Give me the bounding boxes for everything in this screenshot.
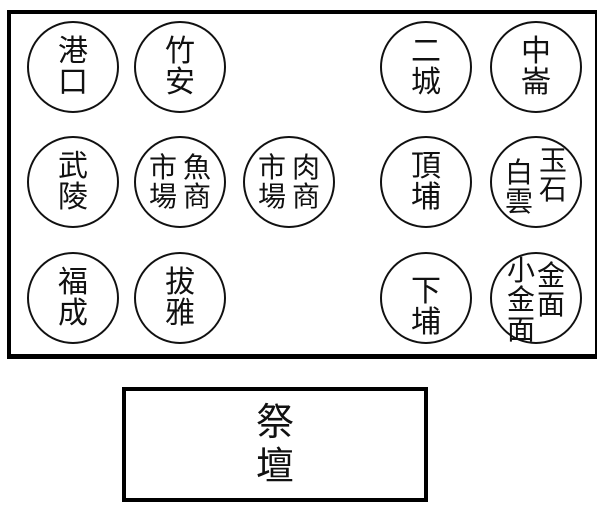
seal-char: 安 — [165, 65, 195, 100]
seal-text-column-left: 白 雲 — [504, 155, 533, 218]
seal-text-column-right: 金 面 — [537, 258, 566, 321]
seal-text-column: 港 口 — [58, 33, 88, 100]
seal-text-column: 武 陵 — [58, 148, 88, 215]
seal-char: 下 — [411, 273, 441, 309]
seal-char: 金 — [537, 258, 566, 292]
seal-text-column: 福 成 — [58, 264, 88, 331]
seal-char: 商 — [292, 180, 321, 213]
seal-baya[interactable]: 拔 雅 — [134, 252, 226, 344]
seal-text-column-right: 肉 商 — [292, 150, 321, 213]
seal-text-column-left: 小 金 面 — [506, 253, 535, 346]
seal-char: 魚 — [183, 150, 212, 184]
seal-char: 玉 — [539, 143, 568, 177]
seal-char: 小 — [506, 253, 535, 287]
seal-char: 面 — [506, 312, 535, 346]
seal-char: 中 — [521, 33, 551, 69]
seal-zhuan[interactable]: 竹 安 — [134, 21, 226, 113]
seal-char: 金 — [506, 283, 535, 317]
seal-char: 場 — [257, 180, 286, 213]
seal-text-column: 下 埔 — [411, 273, 441, 340]
seal-char: 埔 — [411, 180, 441, 215]
altar-char: 壇 — [255, 443, 294, 488]
seal-text-column: 頂 埔 — [411, 148, 441, 215]
hall-frame — [7, 10, 597, 359]
seal-char: 崙 — [521, 65, 551, 100]
seal-ercheng[interactable]: 二 城 — [380, 21, 472, 113]
seal-char: 城 — [411, 65, 441, 100]
seal-char: 口 — [58, 65, 88, 100]
seal-text-column: 拔 雅 — [165, 264, 195, 331]
seal-text-column: 竹 安 — [165, 33, 195, 100]
seal-char: 肉 — [292, 150, 321, 184]
seal-xiapu[interactable]: 下 埔 — [380, 252, 472, 344]
seal-char: 市 — [148, 150, 177, 184]
seal-text-column: 二 城 — [411, 33, 441, 100]
seal-text-column-left: 市 場 — [257, 150, 286, 213]
seal-char: 武 — [58, 148, 88, 184]
seal-char: 陵 — [58, 180, 88, 215]
seal-yushi-baiyun[interactable]: 玉 石 白 雲 — [490, 136, 582, 228]
altar-text-column: 祭 壇 — [255, 399, 294, 488]
seal-char: 白 — [504, 155, 533, 189]
seal-fish-market[interactable]: 魚 商 市 場 — [134, 136, 226, 228]
seal-char: 雅 — [165, 296, 195, 331]
seal-char: 場 — [148, 180, 177, 213]
seal-char: 拔 — [165, 264, 195, 300]
altar-box[interactable]: 祭 壇 — [122, 387, 428, 502]
seal-char: 市 — [257, 150, 286, 184]
seal-text-column-right: 玉 石 — [539, 143, 568, 206]
seal-char: 石 — [539, 173, 568, 206]
seal-zhonglun[interactable]: 中 崙 — [490, 21, 582, 113]
seal-char: 頂 — [411, 148, 441, 184]
seal-char: 福 — [58, 264, 88, 300]
seal-text-column-right: 魚 商 — [183, 150, 212, 213]
seal-char: 商 — [183, 180, 212, 213]
seal-gangkou[interactable]: 港 口 — [27, 21, 119, 113]
seal-char: 埔 — [411, 305, 441, 340]
seal-char: 港 — [58, 33, 88, 69]
seal-text-column-left: 市 場 — [148, 150, 177, 213]
seal-meat-market[interactable]: 肉 商 市 場 — [243, 136, 335, 228]
seal-char: 成 — [58, 296, 88, 331]
seal-char: 竹 — [165, 33, 195, 69]
altar-char: 祭 — [255, 399, 294, 444]
seal-char: 面 — [537, 288, 566, 321]
seal-char: 雲 — [504, 185, 533, 218]
seal-char: 二 — [411, 33, 441, 69]
seal-dingpu[interactable]: 頂 埔 — [380, 136, 472, 228]
seal-jinmian[interactable]: 金 面 小 金 面 — [490, 252, 582, 344]
seal-wuling[interactable]: 武 陵 — [27, 136, 119, 228]
seal-fucheng[interactable]: 福 成 — [27, 252, 119, 344]
seal-text-column: 中 崙 — [521, 33, 551, 100]
